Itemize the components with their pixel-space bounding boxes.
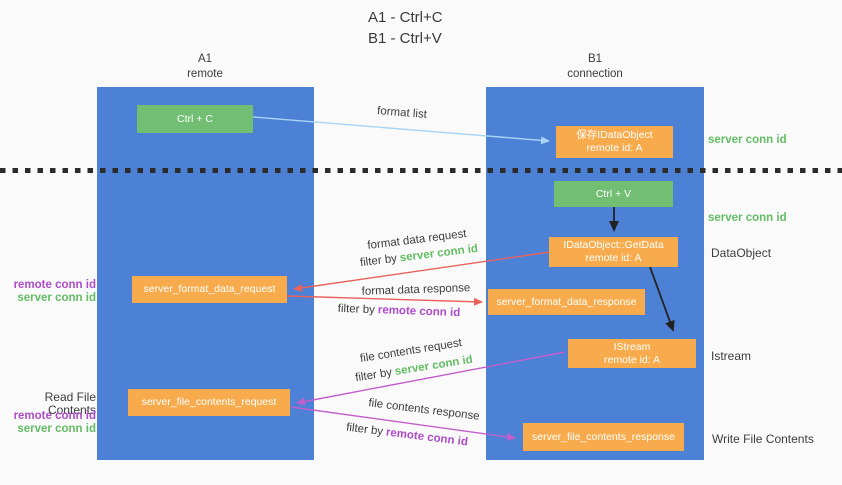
left-conn-ids-file: remote conn id server conn id bbox=[0, 410, 96, 436]
file-response-label: server_file_contents_response bbox=[531, 430, 675, 443]
node-ctrl-v: Ctrl + V bbox=[554, 181, 673, 207]
lane-a1-role: remote bbox=[187, 68, 223, 80]
lane-b1-name: B1 bbox=[587, 53, 603, 65]
remote-conn-id-label: remote conn id bbox=[13, 410, 96, 422]
node-istream: IStream remote id: A bbox=[568, 339, 696, 368]
title-line-2: B1 - Ctrl+V bbox=[368, 30, 442, 47]
istream-line2: remote id: A bbox=[603, 353, 661, 366]
getdata-to-istream-arrow bbox=[649, 266, 675, 332]
node-ctrl-c: Ctrl + C bbox=[137, 105, 253, 133]
format-list-arrow bbox=[252, 116, 550, 145]
server-conn-id-label: server conn id bbox=[17, 292, 96, 304]
node-server-file-contents-response: server_file_contents_response bbox=[523, 423, 684, 451]
node-getdata: IDataObject::GetData remote id: A bbox=[549, 237, 678, 267]
file-request-label: server_file_contents_request bbox=[141, 396, 277, 408]
read-file-contents-label: Read File Contents bbox=[44, 390, 96, 417]
lane-a1-name: A1 bbox=[197, 53, 213, 65]
title-line-1: A1 - Ctrl+C bbox=[368, 9, 443, 26]
getdata-line1: IDataObject::GetData bbox=[563, 239, 664, 251]
lane-b1-role: connection bbox=[567, 68, 623, 80]
istream-side-label: Istream bbox=[711, 349, 752, 363]
server-conn-id-top-label: server conn id bbox=[708, 134, 787, 146]
server-conn-id-label: server conn id bbox=[17, 423, 96, 435]
format-data-response-arrow bbox=[286, 295, 483, 306]
node-server-format-data-request: server_format_data_request bbox=[132, 276, 287, 303]
node-server-format-data-response: server_format_data_response bbox=[488, 289, 645, 315]
write-file-contents-label: Write File Contents bbox=[712, 432, 814, 446]
ctrl-c-label: Ctrl + C bbox=[177, 112, 213, 125]
filter-by-prefix: filter by bbox=[337, 302, 376, 317]
node-save-dataobject: 保存IDataObject remote id: A bbox=[556, 126, 673, 158]
remote-conn-id-label: remote conn id bbox=[13, 279, 96, 291]
save-dataobject-line2: remote id: A bbox=[586, 142, 643, 154]
format-data-request-arrow bbox=[293, 251, 551, 292]
dataobject-label: DataObject bbox=[711, 246, 772, 260]
lane-header-a1: A1 remote bbox=[145, 52, 265, 82]
ctrl-v-label: Ctrl + V bbox=[595, 187, 632, 200]
file-contents-response-arrow bbox=[290, 406, 516, 441]
getdata-line2: remote id: A bbox=[585, 252, 642, 264]
separator-dotted-line bbox=[0, 168, 842, 173]
node-server-file-contents-request: server_file_contents_request bbox=[128, 389, 290, 416]
server-conn-id-mid-label: server conn id bbox=[708, 212, 787, 224]
lane-header-b1: B1 connection bbox=[535, 52, 655, 82]
file-contents-request-arrow bbox=[296, 351, 566, 406]
save-dataobject-line1: 保存IDataObject bbox=[576, 129, 653, 141]
format-request-label: server_format_data_request bbox=[143, 283, 276, 295]
istream-line1: IStream bbox=[613, 340, 651, 353]
diagram-title: A1 - Ctrl+C B1 - Ctrl+V bbox=[368, 7, 443, 49]
left-conn-ids-format: remote conn id server conn id bbox=[0, 279, 96, 305]
format-response-label: server_format_data_response bbox=[496, 295, 637, 308]
